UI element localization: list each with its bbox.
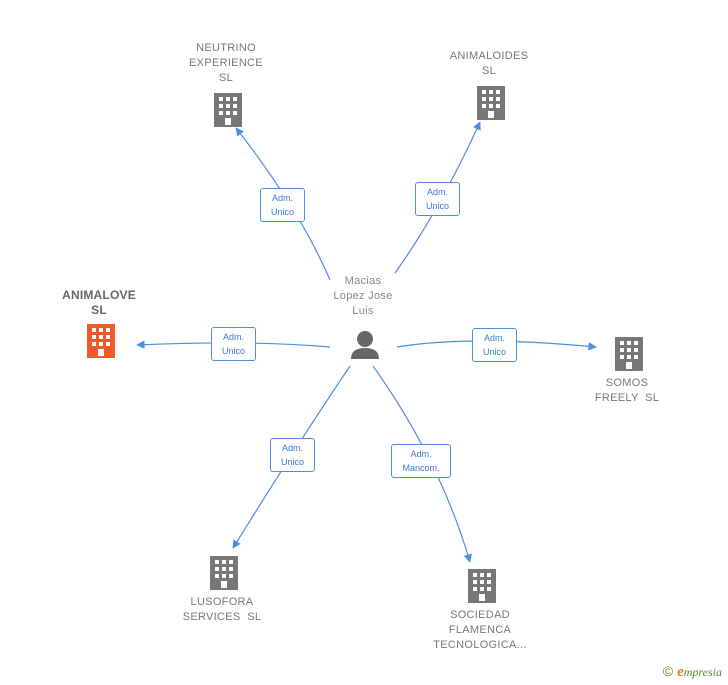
company-label-somos[interactable]: SOMOS FREELY SL bbox=[577, 376, 677, 406]
relation-box-lusofora[interactable]: Adm. Unico bbox=[270, 438, 315, 472]
person-name-line: Lopez Jose bbox=[333, 290, 393, 302]
company-name-line: SERVICES SL bbox=[182, 611, 262, 623]
building-icon bbox=[477, 86, 505, 120]
company-name-line: SOCIEDAD bbox=[450, 609, 510, 621]
person-name-line: Macias bbox=[344, 275, 382, 287]
person-icon bbox=[351, 331, 379, 359]
person-name-line: Luis bbox=[352, 305, 374, 317]
relation-line: Unico bbox=[221, 346, 245, 356]
building-icon bbox=[468, 569, 496, 603]
copyright-icon: © bbox=[662, 663, 674, 679]
company-name-line: SOMOS bbox=[605, 377, 649, 389]
relation-line: Unico bbox=[280, 457, 304, 467]
relation-box-animaloides[interactable]: Adm. Unico bbox=[415, 182, 460, 216]
relation-box-animalove[interactable]: Adm. Unico bbox=[211, 327, 256, 361]
company-name-line: LUSOFORA bbox=[190, 596, 254, 608]
company-name-line: ANIMALOIDES bbox=[449, 50, 529, 62]
company-name-line: EXPERIENCE bbox=[189, 57, 263, 69]
company-label-neutrino[interactable]: NEUTRINO EXPERIENCE SL bbox=[176, 41, 276, 86]
relation-line: Unico bbox=[425, 201, 449, 211]
company-name-line: FREELY SL bbox=[594, 392, 660, 404]
company-name-line: SL bbox=[218, 72, 234, 84]
person-name-label[interactable]: Macias Lopez Jose Luis bbox=[318, 274, 408, 319]
brand-logo-initial: e bbox=[677, 664, 684, 680]
company-label-animalove[interactable]: ANIMALOVE SL bbox=[49, 288, 149, 318]
company-name-line: ANIMALOVE bbox=[62, 288, 136, 302]
relation-line: Adm. bbox=[281, 443, 303, 453]
relation-line: Adm. bbox=[222, 332, 244, 342]
brand-logo-text: mpresia bbox=[683, 665, 722, 679]
building-icon bbox=[615, 337, 643, 371]
company-label-lusofora[interactable]: LUSOFORA SERVICES SL bbox=[172, 595, 272, 625]
company-name-line: SL bbox=[481, 65, 497, 77]
building-icon bbox=[214, 93, 242, 127]
relation-line: Unico bbox=[482, 347, 506, 357]
company-name-line: FLAMENCA bbox=[448, 624, 512, 636]
relation-box-sociedad[interactable]: Adm. Mancom. bbox=[391, 444, 451, 478]
company-label-animaloides[interactable]: ANIMALOIDES SL bbox=[439, 49, 539, 79]
relation-line: Adm. bbox=[410, 449, 432, 459]
brand-footer[interactable]: ©empresia bbox=[663, 663, 722, 681]
building-icon-highlighted bbox=[87, 324, 115, 358]
relation-line: Adm. bbox=[426, 187, 448, 197]
relation-box-neutrino[interactable]: Adm. Unico bbox=[260, 188, 305, 222]
relation-box-somos[interactable]: Adm. Unico bbox=[472, 328, 517, 362]
company-name-line: TECNOLOGICA... bbox=[433, 639, 527, 651]
relation-line: Unico bbox=[270, 207, 294, 217]
company-name-line: SL bbox=[91, 303, 107, 317]
relation-line: Adm. bbox=[483, 333, 505, 343]
relation-line: Adm. bbox=[271, 193, 293, 203]
company-label-sociedad[interactable]: SOCIEDAD FLAMENCA TECNOLOGICA... bbox=[420, 608, 540, 653]
building-icon bbox=[210, 556, 238, 590]
relation-line: Mancom. bbox=[402, 463, 440, 473]
company-name-line: NEUTRINO bbox=[196, 42, 256, 54]
